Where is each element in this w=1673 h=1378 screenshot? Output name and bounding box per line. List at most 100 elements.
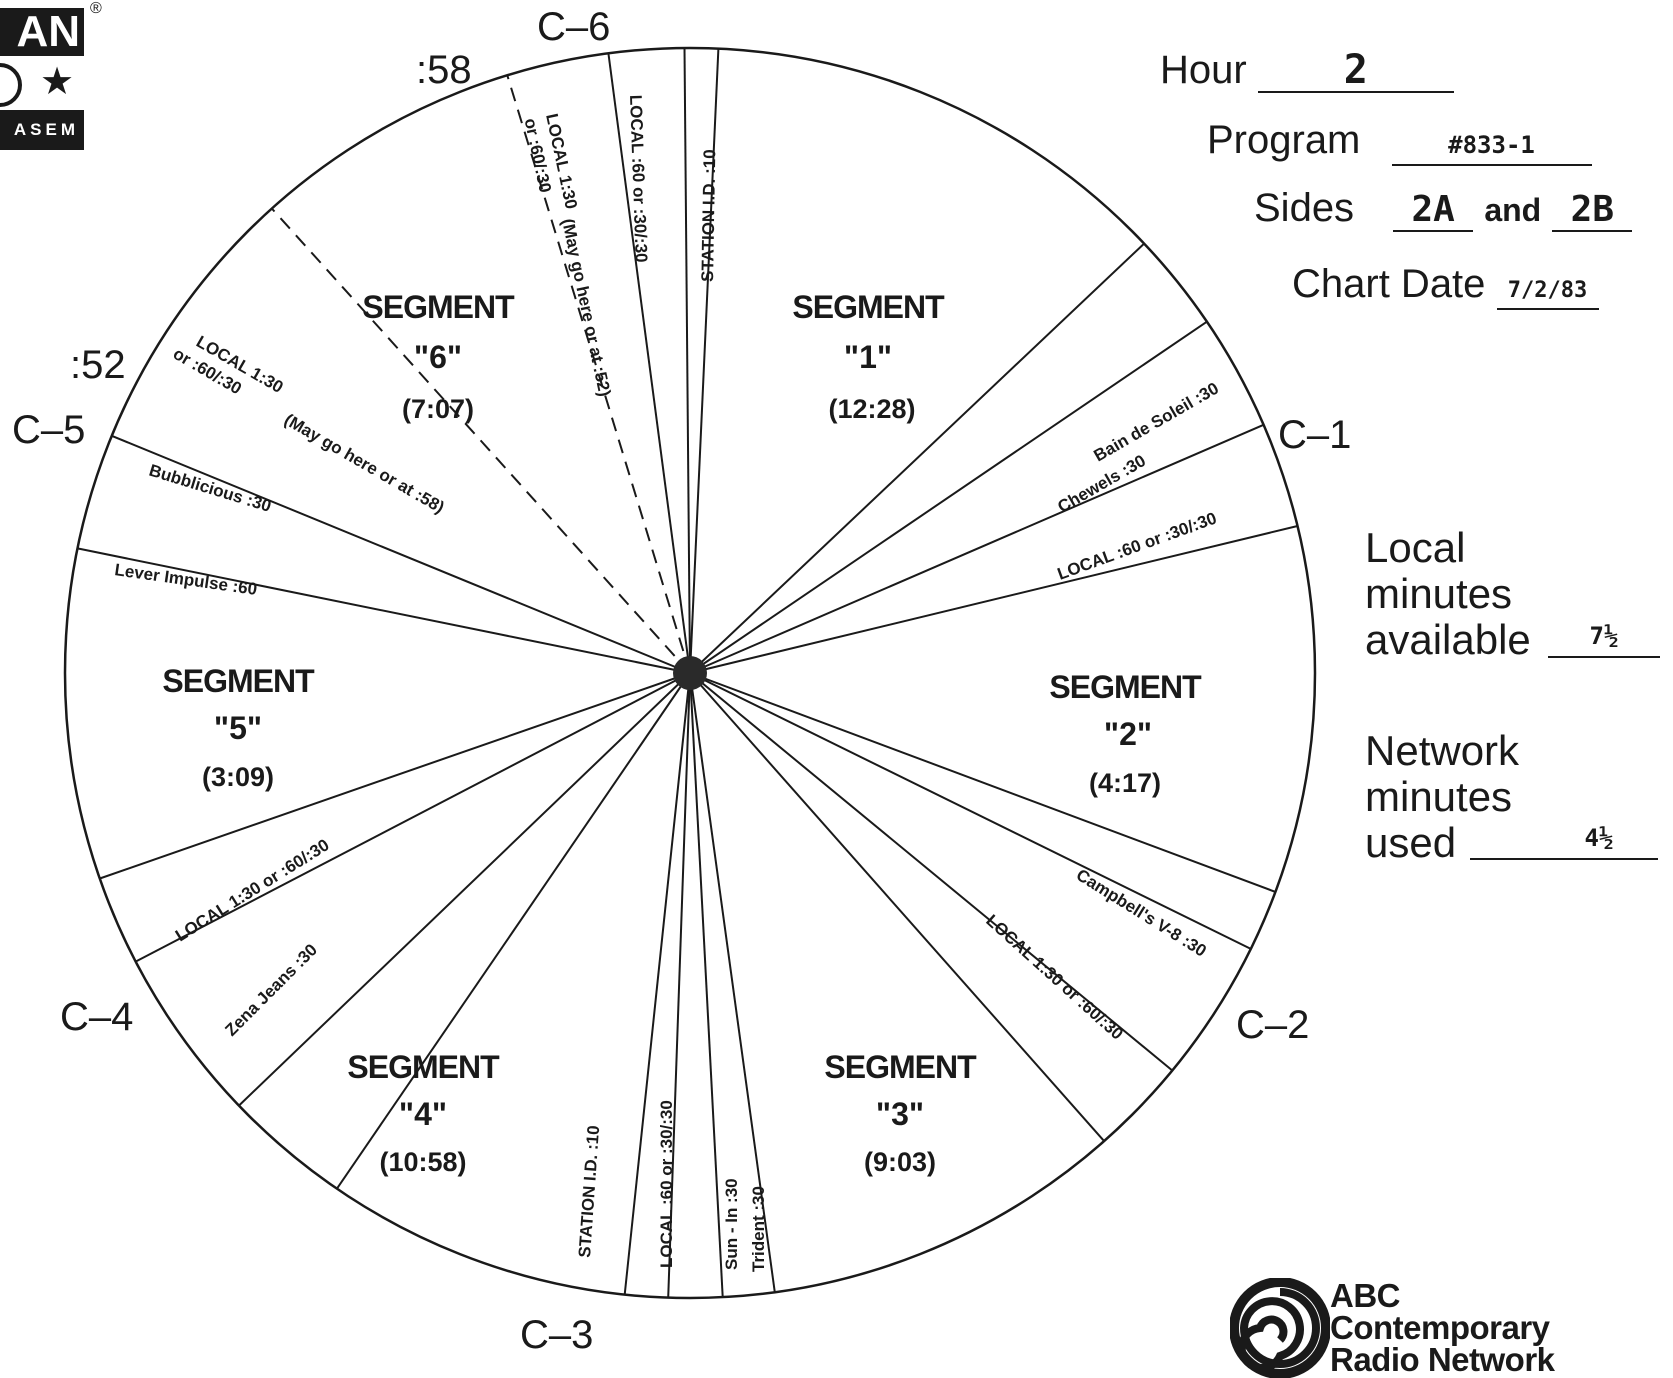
slot-c2-local: LOCAL 1:30 or :60/:30 bbox=[982, 911, 1126, 1044]
clock-spoke bbox=[623, 672, 691, 1295]
slot-c5-local-note: (May go here or at :58) bbox=[281, 410, 448, 517]
cue-c3: C–3 bbox=[520, 1313, 593, 1352]
slot-c5-ad1: Lever Impulse :60 bbox=[113, 560, 258, 599]
chart-date-field: Chart Date 7/2/83 bbox=[1292, 262, 1599, 310]
clock-spoke bbox=[336, 672, 691, 1190]
cue-c6: C–6 bbox=[537, 5, 610, 49]
slot-c6-local-a: LOCAL 1:30 or :60/:30 bbox=[521, 112, 582, 220]
program-field: Program #833-1 bbox=[1207, 118, 1592, 166]
slot-c3-ads-2: Trident :30 bbox=[749, 1186, 768, 1272]
svg-text:"6": "6" bbox=[414, 339, 462, 375]
program-value: #833-1 bbox=[1391, 126, 1592, 166]
svg-text:SEGMENT: SEGMENT bbox=[1049, 669, 1202, 705]
clock-spoke bbox=[689, 242, 1145, 674]
svg-text:(12:28): (12:28) bbox=[828, 394, 915, 424]
hour-value: 2 bbox=[1257, 49, 1454, 93]
clock-spoke bbox=[689, 672, 1252, 950]
sides-label: Sides bbox=[1254, 186, 1355, 230]
svg-text:(10:58): (10:58) bbox=[379, 1147, 466, 1177]
clock-spoke bbox=[111, 434, 691, 674]
svg-text:(3:09): (3:09) bbox=[202, 762, 274, 792]
clock-spoke bbox=[683, 47, 691, 674]
clock-spoke bbox=[689, 672, 724, 1298]
clock-spoke bbox=[607, 53, 691, 674]
local-minutes-value: 7½ bbox=[1548, 616, 1660, 658]
network-minutes-label: Network minutes used bbox=[1365, 727, 1520, 866]
registered-mark: ® bbox=[90, 0, 102, 17]
clock-spoke bbox=[99, 672, 691, 880]
clock-spoke bbox=[689, 423, 1264, 674]
slot-c3-local: LOCAL :60 or :30/:30 bbox=[657, 1100, 676, 1268]
slot-c4-local: LOCAL 1:30 or :60/:30 bbox=[172, 835, 332, 945]
program-label: Program bbox=[1207, 118, 1361, 162]
svg-text:(7:07): (7:07) bbox=[402, 394, 474, 424]
svg-text:SEGMENT: SEGMENT bbox=[362, 289, 515, 325]
hour-field: Hour 2 bbox=[1160, 48, 1454, 93]
chart-date-label: Chart Date bbox=[1292, 262, 1486, 306]
clock-spoke bbox=[238, 672, 691, 1107]
sides-b-value: 2B bbox=[1552, 190, 1633, 232]
clock-spoke bbox=[689, 672, 776, 1293]
svg-text:(4:17): (4:17) bbox=[1089, 768, 1161, 798]
clock-spoke bbox=[667, 672, 691, 1298]
segment-4-label: SEGMENT "4" (10:58) bbox=[347, 1049, 501, 1177]
slot-c5-ad2: Bubblicious :30 bbox=[147, 461, 274, 516]
segment-2-label: SEGMENT "2" (4:17) bbox=[1049, 669, 1203, 798]
cue-c2: C–2 bbox=[1236, 1003, 1309, 1047]
sides-and-label: and bbox=[1484, 192, 1542, 228]
svg-text:SEGMENT: SEGMENT bbox=[162, 663, 315, 699]
clock-outline bbox=[63, 46, 1317, 1300]
segment-1-label: SEGMENT "1" (12:28) bbox=[792, 289, 946, 424]
segment-5-label: SEGMENT "5" (3:09) bbox=[162, 663, 316, 792]
svg-text:SEGMENT: SEGMENT bbox=[792, 289, 945, 325]
local-minutes-label: Local minutes available bbox=[1365, 524, 1531, 663]
logo-star-icon: ★ bbox=[40, 61, 75, 103]
clock-spoke bbox=[689, 525, 1298, 674]
slot-c1-local: LOCAL :60 or :30/:30 bbox=[1055, 508, 1219, 583]
svg-text:(9:03): (9:03) bbox=[864, 1147, 936, 1177]
chart-date-value: 7/2/83 bbox=[1496, 274, 1599, 310]
alternate-break-line bbox=[506, 75, 691, 674]
sides-a-value: 2A bbox=[1393, 190, 1474, 232]
slot-c6-local-a-note: (May go here or at :52) bbox=[558, 217, 614, 398]
cue-c4: C–4 bbox=[60, 995, 133, 1039]
svg-text:"5": "5" bbox=[214, 710, 262, 746]
cue-58: :58 bbox=[416, 48, 472, 92]
slot-c6-id: STATION I.D. :10 bbox=[698, 149, 719, 282]
station-logo: AN bbox=[0, 8, 84, 56]
logo-text: AN bbox=[16, 7, 80, 56]
clock-spoke bbox=[135, 672, 691, 963]
abc-swirl-icon bbox=[1230, 1278, 1330, 1378]
clock-spoke bbox=[689, 672, 1276, 893]
abc-network-name: ABC Contemporary Radio Network bbox=[1330, 1277, 1555, 1378]
slot-c4-ad: Zena Jeans :30 bbox=[221, 940, 321, 1040]
cue-c5: C–5 bbox=[12, 408, 85, 452]
cue-52: :52 bbox=[70, 343, 126, 387]
clock-spoke bbox=[689, 320, 1208, 674]
logo-sub: ASEM bbox=[0, 110, 84, 150]
slot-c5-local: LOCAL 1:30 or :60/:30 bbox=[170, 325, 291, 418]
clock-spoke bbox=[689, 672, 1105, 1142]
cue-c1: C–1 bbox=[1278, 413, 1351, 457]
svg-text:"3": "3" bbox=[876, 1096, 924, 1132]
clock-spoke bbox=[77, 547, 691, 674]
segment-6-label: SEGMENT "6" (7:07) bbox=[362, 289, 516, 424]
clock-spokes bbox=[77, 47, 1298, 1298]
sides-field: Sides 2A and 2B bbox=[1254, 186, 1633, 232]
slot-c3-id: STATION I.D. :10 bbox=[575, 1125, 603, 1259]
clock-hub bbox=[673, 656, 707, 690]
svg-text:SEGMENT: SEGMENT bbox=[824, 1049, 977, 1085]
slot-c2-ad: Campbell's V-8 :30 bbox=[1073, 865, 1210, 960]
svg-text:SEGMENT: SEGMENT bbox=[347, 1049, 500, 1085]
svg-text:"4": "4" bbox=[399, 1096, 447, 1132]
svg-text:"1": "1" bbox=[844, 339, 892, 375]
slot-c6-local-b: LOCAL :60 or :30/:30 bbox=[626, 94, 651, 262]
network-minutes-value: 4½ bbox=[1470, 818, 1658, 860]
hour-label: Hour bbox=[1160, 48, 1247, 92]
clock-spoke bbox=[689, 672, 1173, 1072]
alternate-break-line bbox=[271, 207, 691, 674]
segment-3-label: SEGMENT "3" (9:03) bbox=[824, 1049, 978, 1177]
slot-c3-ads: Sun - In :30 bbox=[722, 1178, 741, 1270]
clock-spoke bbox=[689, 48, 720, 674]
